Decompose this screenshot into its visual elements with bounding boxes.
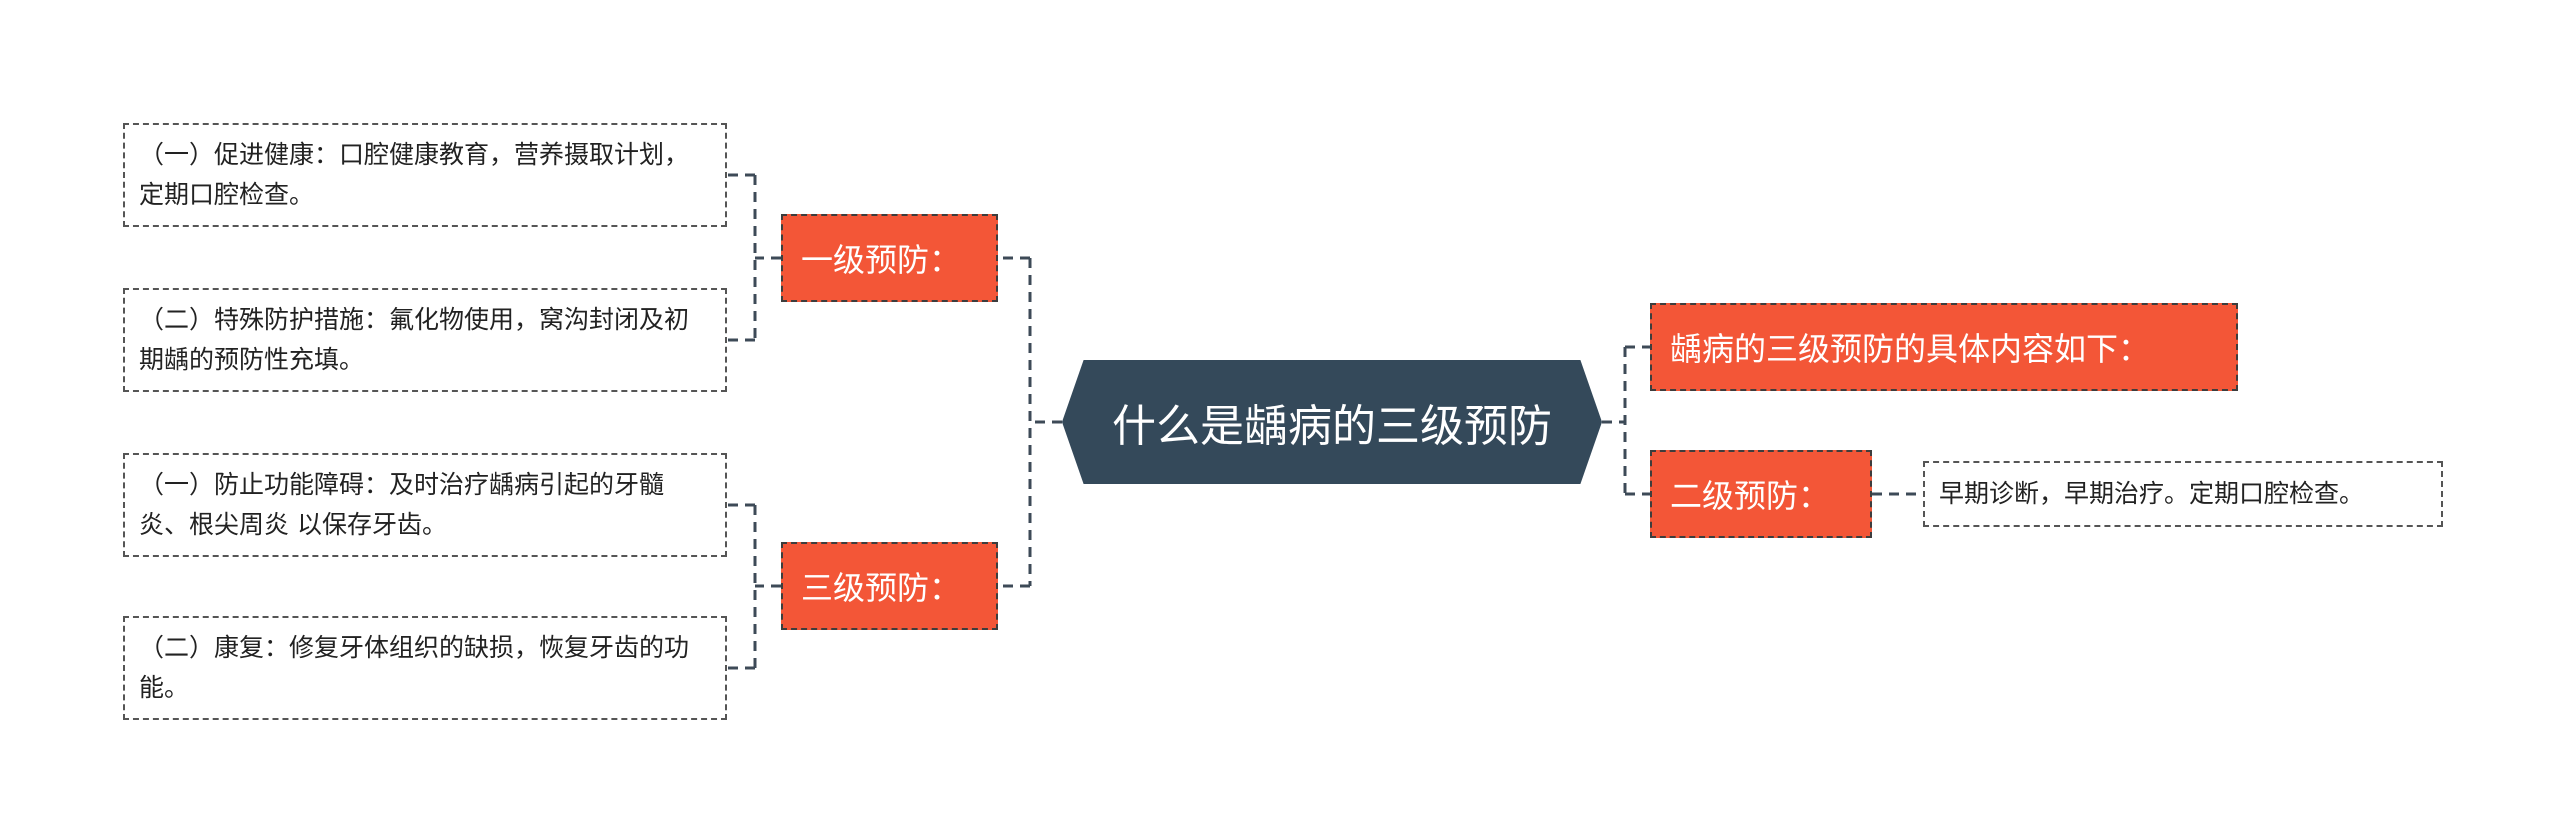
- topic-tertiary-prevention[interactable]: 三级预防：: [781, 542, 998, 630]
- topic-secondary-prevention[interactable]: 二级预防：: [1650, 450, 1872, 538]
- subtopic-early-diagnosis[interactable]: 早期诊断，早期治疗。定期口腔检查。: [1923, 461, 2443, 527]
- subtopic-health-promotion[interactable]: （一）促进健康：口腔健康教育，营养摄取计划，定期口腔检查。: [123, 123, 727, 227]
- topic-primary-prevention[interactable]: 一级预防：: [781, 214, 998, 302]
- topic-intro[interactable]: 龋病的三级预防的具体内容如下：: [1650, 303, 2238, 391]
- subtopic-special-protection[interactable]: （二）特殊防护措施：氟化物使用，窝沟封闭及初期龋的预防性充填。: [123, 288, 727, 392]
- subtopic-rehabilitation[interactable]: （二）康复：修复牙体组织的缺损，恢复牙齿的功能。: [123, 616, 727, 720]
- subtopic-prevent-dysfunction[interactable]: （一）防止功能障碍：及时治疗龋病引起的牙髓炎、根尖周炎 以保存牙齿。: [123, 453, 727, 557]
- central-topic[interactable]: 什么是龋病的三级预防: [1062, 360, 1602, 484]
